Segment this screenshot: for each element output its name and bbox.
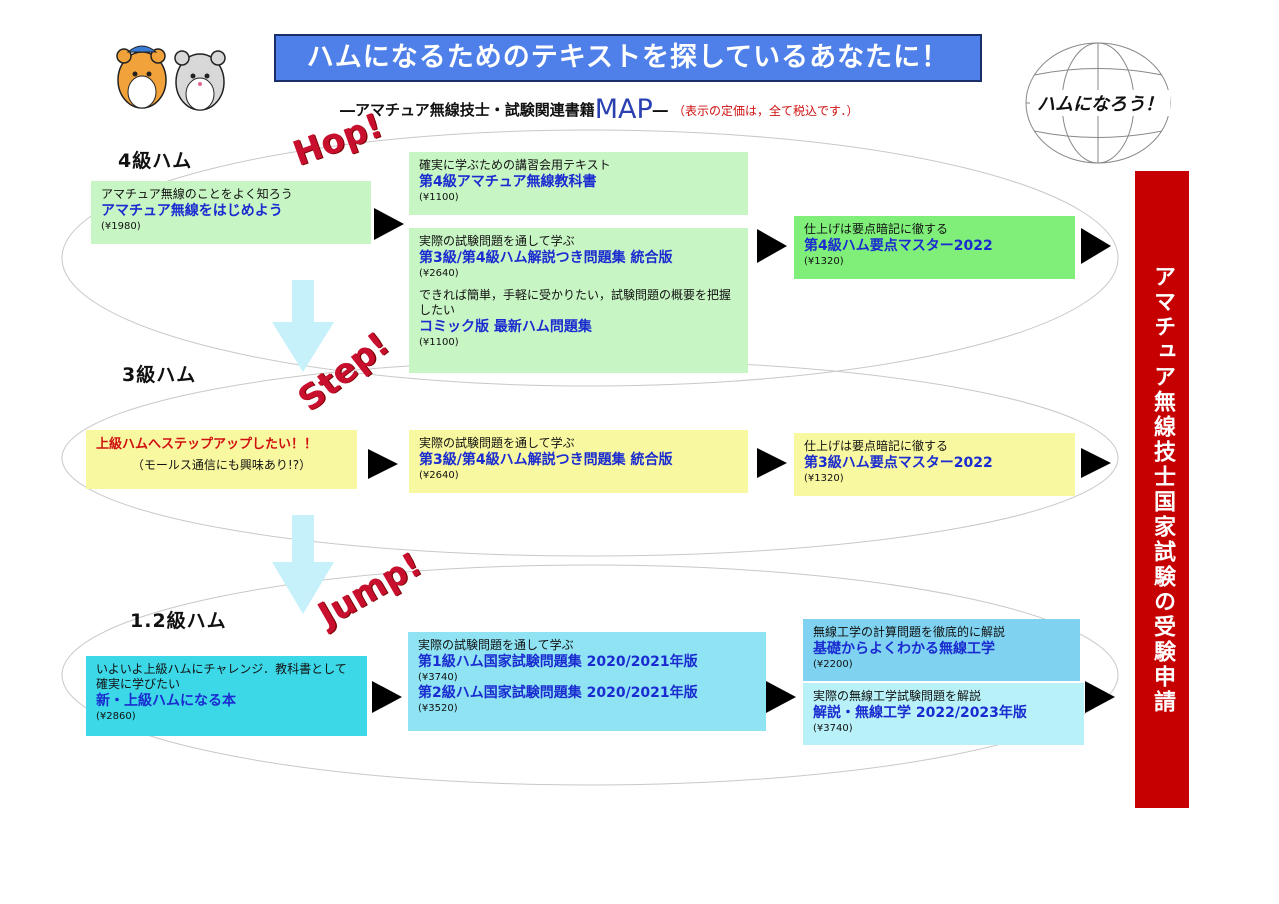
step-intro-box: 上級ハムへステップアップしたい！！ （モールス通信にも興味あり!?） (86, 430, 357, 489)
price: (¥1100) (419, 192, 459, 203)
book-title: 第3級ハム要点マスター2022 (804, 455, 993, 471)
hop-text2-box: 実際の試験問題を通して学ぶ 第3級/第4級ハム解説つき問題集 統合版 (¥264… (409, 228, 748, 373)
price: (¥2640) (419, 470, 459, 481)
down-arrow-1 (272, 280, 334, 372)
jump-exam-box: 実際の無線工学試験問題を解説 解説・無線工学 2022/2023年版 (¥374… (803, 683, 1084, 745)
book-title: 基礎からよくわかる無線工学 (813, 641, 995, 657)
arrow-right-icon (368, 449, 398, 479)
desc: 仕上げは要点暗記に徹する (804, 439, 949, 453)
hop-intro-box: アマチュア無線のことをよく知ろう アマチュア無線をはじめよう (¥1980) (91, 181, 371, 244)
arrow-right-icon (372, 681, 402, 713)
desc: 実際の無線工学試験問題を解説 (813, 689, 982, 703)
map-subtitle: ―アマチュア無線技士・試験関連書籍MAP― （表示の定価は，全て税込です．） (340, 94, 859, 125)
page-title: ハムになるためのテキストを探しているあなたに！ (274, 34, 982, 82)
price: (¥1100) (419, 337, 459, 348)
subtitle-dash: ― (652, 101, 668, 119)
arrow-right-icon (1081, 448, 1111, 478)
hop-final-box: 仕上げは要点暗記に徹する 第4級ハム要点マスター2022 (¥1320) (794, 216, 1075, 279)
desc: アマチュア無線のことをよく知ろう (101, 187, 293, 201)
desc: 仕上げは要点暗記に徹する (804, 222, 949, 236)
price: (¥1980) (101, 221, 141, 232)
step-final-box: 仕上げは要点暗記に徹する 第3級ハム要点マスター2022 (¥1320) (794, 433, 1075, 496)
jump-calc-box: 無線工学の計算問題を徹底的に解説 基礎からよくわかる無線工学 (¥2200) (803, 619, 1080, 681)
subtitle-map: MAP (594, 94, 653, 125)
price: (¥3740) (813, 723, 853, 734)
jump-ellipse (61, 564, 1119, 786)
arrow-right-icon (766, 681, 796, 713)
hop-text1-box: 確実に学ぶための講習会用テキスト 第4級アマチュア無線教科書 (¥1100) (409, 152, 748, 215)
price: (¥2640) (419, 268, 459, 279)
jump-intro-box: いよいよ上級ハムにチャレンジ．教科書として確実に学びたい 新・上級ハムになる本 … (86, 656, 367, 736)
book-title: 第3級/第4級ハム解説つき問題集 統合版 (419, 452, 673, 468)
step-text1-box: 実際の試験問題を通して学ぶ 第3級/第4級ハム解説つき問題集 統合版 (¥264… (409, 430, 748, 493)
price-note: （表示の定価は，全て税込です．） (673, 104, 859, 118)
book-title: 第2級ハム国家試験問題集 2020/2021年版 (418, 685, 698, 701)
price: (¥1320) (804, 256, 844, 267)
book-title: 第3級/第4級ハム解説つき問題集 統合版 (419, 250, 673, 266)
arrow-right-icon (757, 229, 787, 263)
price: (¥2200) (813, 659, 853, 670)
desc: 実際の試験問題を通して学ぶ (419, 234, 575, 248)
book-title: 第4級ハム要点マスター2022 (804, 238, 993, 254)
desc: （モールス通信にも興味あり!?） (131, 458, 312, 472)
down-arrow-2 (272, 515, 334, 614)
step-headline: 上級ハムへステップアップしたい！！ (96, 437, 318, 452)
level-4: 4級ハム (118, 150, 193, 172)
desc: 確実に学ぶための講習会用テキスト (419, 158, 611, 172)
desc: いよいよ上級ハムにチャレンジ．教科書として確実に学びたい (96, 662, 347, 691)
level-3: 3級ハム (122, 364, 197, 386)
book-title: 新・上級ハムになる本 (96, 693, 236, 709)
book-title: 第4級アマチュア無線教科書 (419, 174, 597, 190)
jump-text1-box: 実際の試験問題を通して学ぶ 第1級ハム国家試験問題集 2020/2021年版 (… (408, 632, 766, 731)
price: (¥3520) (418, 703, 458, 714)
globe-label: ハムになろう！ (1030, 90, 1170, 116)
price: (¥2860) (96, 711, 136, 722)
price: (¥3740) (418, 672, 458, 683)
book-title: 第1級ハム国家試験問題集 2020/2021年版 (418, 654, 698, 670)
book-title: 解説・無線工学 2022/2023年版 (813, 705, 1027, 721)
book-title: コミック版 最新ハム問題集 (419, 319, 592, 335)
desc: 無線工学の計算問題を徹底的に解説 (813, 625, 1006, 639)
price: (¥1320) (804, 473, 844, 484)
subtitle-text: ―アマチュア無線技士・試験関連書籍 (340, 101, 595, 119)
hop-ellipse (61, 129, 1119, 387)
level-1-2: 1.2級ハム (130, 610, 227, 632)
exam-application-banner: アマチュア無線技士国家試験の受験申請 (1135, 171, 1189, 808)
desc: 実際の試験問題を通して学ぶ (418, 638, 574, 652)
desc: 実際の試験問題を通して学ぶ (419, 436, 575, 450)
arrow-right-icon (757, 448, 787, 478)
arrow-right-icon (1085, 681, 1115, 713)
arrow-right-icon (374, 208, 404, 240)
book-title: アマチュア無線をはじめよう (101, 203, 283, 219)
hamster-mascot-icon (116, 45, 226, 111)
arrow-right-icon (1081, 228, 1111, 264)
desc: できれば簡単，手軽に受かりたい，試験問題の概要を把握したい (419, 288, 732, 317)
